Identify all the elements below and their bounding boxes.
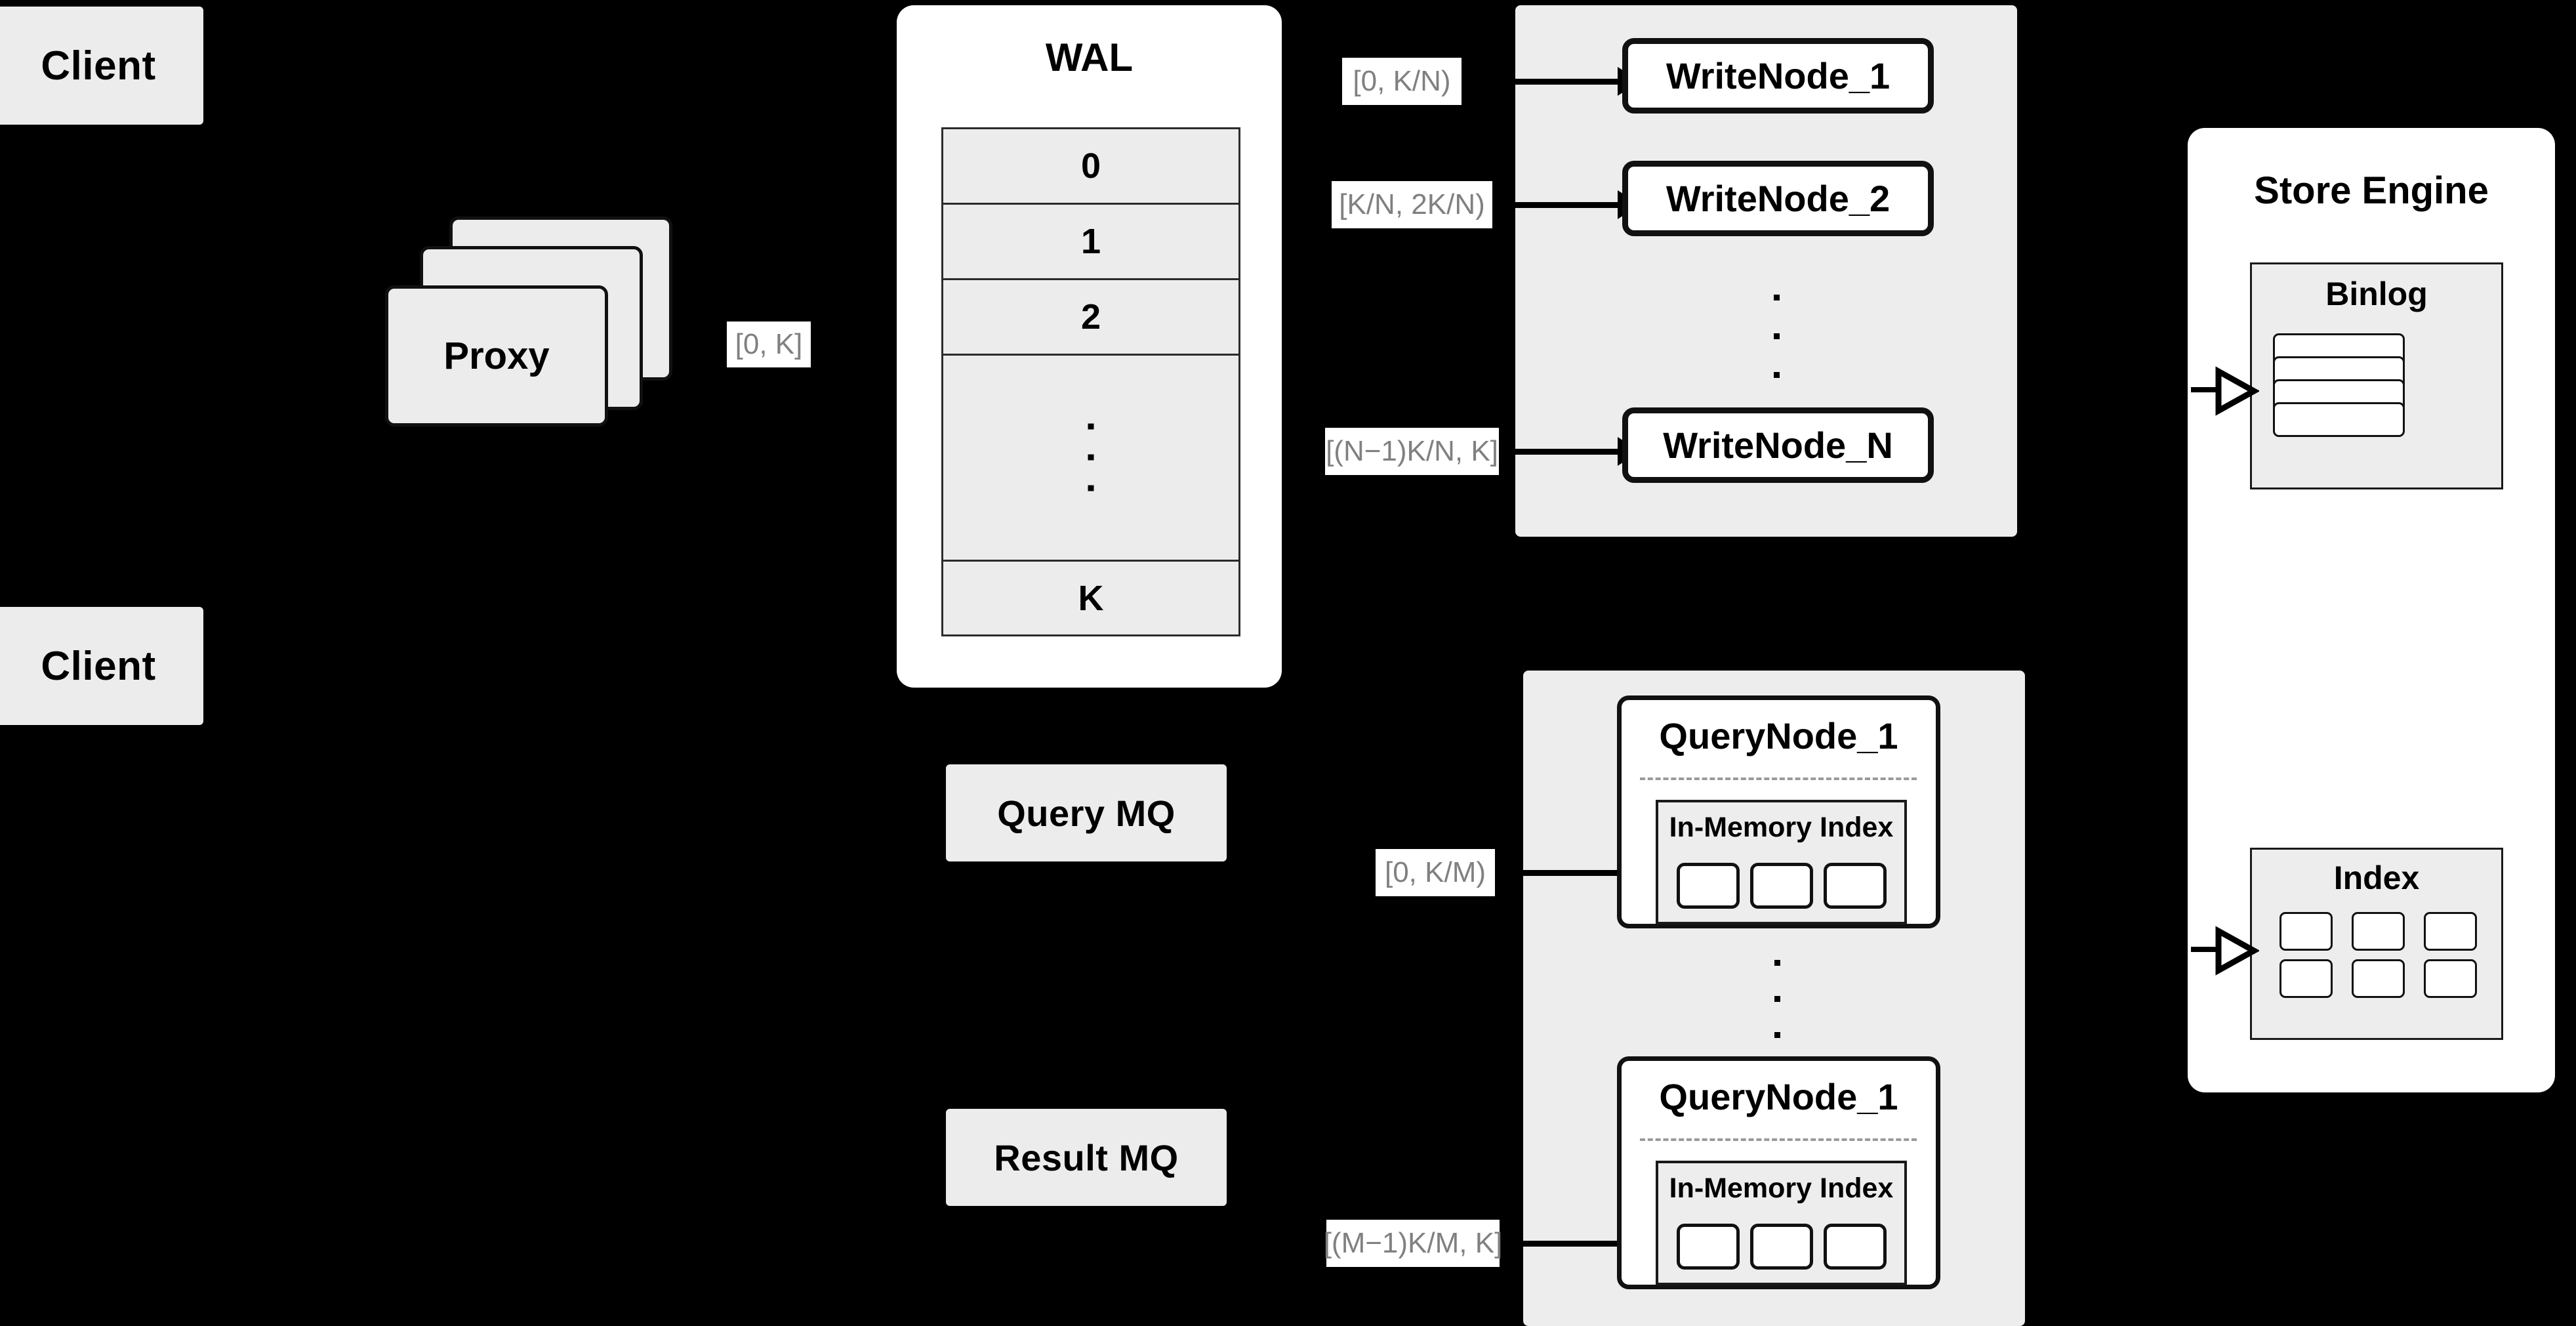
edge-label-wal-to-writenode-n: [(N−1)K/N, K] bbox=[1325, 428, 1499, 475]
wal-row[interactable]: 0 bbox=[943, 129, 1238, 205]
index-slot[interactable] bbox=[1750, 863, 1813, 909]
query-node-1-divider bbox=[1640, 777, 1917, 780]
proxy-card-front[interactable]: Proxy bbox=[385, 285, 608, 426]
arrow-line-to-binlog bbox=[2191, 387, 2218, 392]
arrow-line-to-writenode-2 bbox=[1500, 202, 1624, 208]
result-mq-box[interactable]: Result MQ bbox=[946, 1109, 1227, 1206]
index-slot[interactable] bbox=[1824, 863, 1887, 909]
index-slot[interactable] bbox=[2424, 912, 2477, 951]
wal-row[interactable]: 1 bbox=[943, 204, 1238, 280]
store-engine-title: Store Engine bbox=[2254, 169, 2489, 212]
wal-row[interactable]: K bbox=[943, 562, 1238, 635]
index-slot[interactable] bbox=[2280, 912, 2333, 951]
client-box-2[interactable]: Client bbox=[0, 607, 203, 725]
edge-label-proxy-to-wal: [0, K] bbox=[727, 321, 811, 367]
in-memory-index-title-m: In-Memory Index bbox=[1669, 1172, 1894, 1204]
query-mq-label: Query MQ bbox=[997, 792, 1176, 834]
proxy-label: Proxy bbox=[443, 335, 550, 377]
write-node-n[interactable]: WriteNode_N bbox=[1622, 407, 1934, 483]
binlog-title: Binlog bbox=[2325, 276, 2428, 312]
index-title: Index bbox=[2333, 860, 2420, 896]
store-engine-panel: Store Engine Binlog Index bbox=[2188, 128, 2555, 1092]
in-memory-index-panel-1: In-Memory Index bbox=[1656, 800, 1907, 924]
vertical-ellipsis-icon bbox=[1088, 411, 1094, 504]
arrow-right-hollow-icon bbox=[2215, 926, 2259, 976]
wal-row-ellipsis bbox=[943, 355, 1238, 562]
write-node-2-label: WriteNode_2 bbox=[1666, 178, 1891, 219]
binlog-slot[interactable] bbox=[2273, 402, 2405, 437]
vertical-ellipsis-icon bbox=[1774, 945, 1780, 1053]
index-slot[interactable] bbox=[2424, 959, 2477, 998]
index-slot[interactable] bbox=[1677, 1224, 1740, 1270]
query-node-m-divider bbox=[1640, 1138, 1917, 1141]
result-mq-label: Result MQ bbox=[994, 1136, 1179, 1178]
arrow-line-to-querynode-m bbox=[1502, 1241, 1627, 1247]
arrow-line-to-index bbox=[2191, 947, 2218, 952]
query-node-m[interactable]: QueryNode_1 In-Memory Index bbox=[1617, 1056, 1940, 1289]
wal-panel: WAL 0 1 2 K bbox=[897, 5, 1282, 688]
in-memory-index-title-1: In-Memory Index bbox=[1669, 812, 1894, 843]
query-node-1[interactable]: QueryNode_1 In-Memory Index bbox=[1617, 695, 1940, 928]
client-box-1[interactable]: Client bbox=[0, 7, 203, 125]
index-slot[interactable] bbox=[2280, 959, 2333, 998]
write-node-1[interactable]: WriteNode_1 bbox=[1622, 38, 1934, 114]
write-node-2[interactable]: WriteNode_2 bbox=[1622, 161, 1934, 236]
in-memory-index-panel-m: In-Memory Index bbox=[1656, 1161, 1907, 1285]
client-label-1: Client bbox=[41, 43, 156, 89]
edge-label-wal-to-writenode-2: [K/N, 2K/N) bbox=[1332, 181, 1492, 228]
wal-row[interactable]: 2 bbox=[943, 280, 1238, 356]
edge-label-mq-to-querynode-1: [0, K/M) bbox=[1376, 849, 1495, 896]
index-slot[interactable] bbox=[1750, 1224, 1813, 1270]
index-panel: Index bbox=[2250, 848, 2503, 1040]
write-node-n-label: WriteNode_N bbox=[1663, 425, 1893, 466]
query-node-m-title: QueryNode_1 bbox=[1659, 1076, 1898, 1117]
vertical-ellipsis-icon bbox=[1774, 278, 1780, 394]
query-mq-box[interactable]: Query MQ bbox=[946, 764, 1227, 861]
arrow-line-to-querynode-1 bbox=[1502, 870, 1627, 876]
index-slot[interactable] bbox=[2352, 912, 2405, 951]
edge-label-wal-to-writenode-1: [0, K/N) bbox=[1342, 58, 1462, 105]
index-slot[interactable] bbox=[1824, 1224, 1887, 1270]
arrow-line-to-writenode-n bbox=[1500, 449, 1624, 455]
index-slot[interactable] bbox=[1677, 863, 1740, 909]
write-node-1-label: WriteNode_1 bbox=[1666, 55, 1891, 96]
arrow-right-hollow-icon bbox=[2215, 366, 2259, 416]
binlog-panel: Binlog bbox=[2250, 262, 2503, 489]
index-slot[interactable] bbox=[2352, 959, 2405, 998]
client-label-2: Client bbox=[41, 643, 156, 689]
query-node-1-title: QueryNode_1 bbox=[1659, 715, 1898, 756]
wal-row-list: 0 1 2 K bbox=[941, 127, 1240, 636]
arrow-line-to-writenode-1 bbox=[1500, 79, 1624, 85]
edge-label-mq-to-querynode-m: [(M−1)K/M, K] bbox=[1324, 1220, 1502, 1267]
wal-title: WAL bbox=[1045, 35, 1134, 79]
